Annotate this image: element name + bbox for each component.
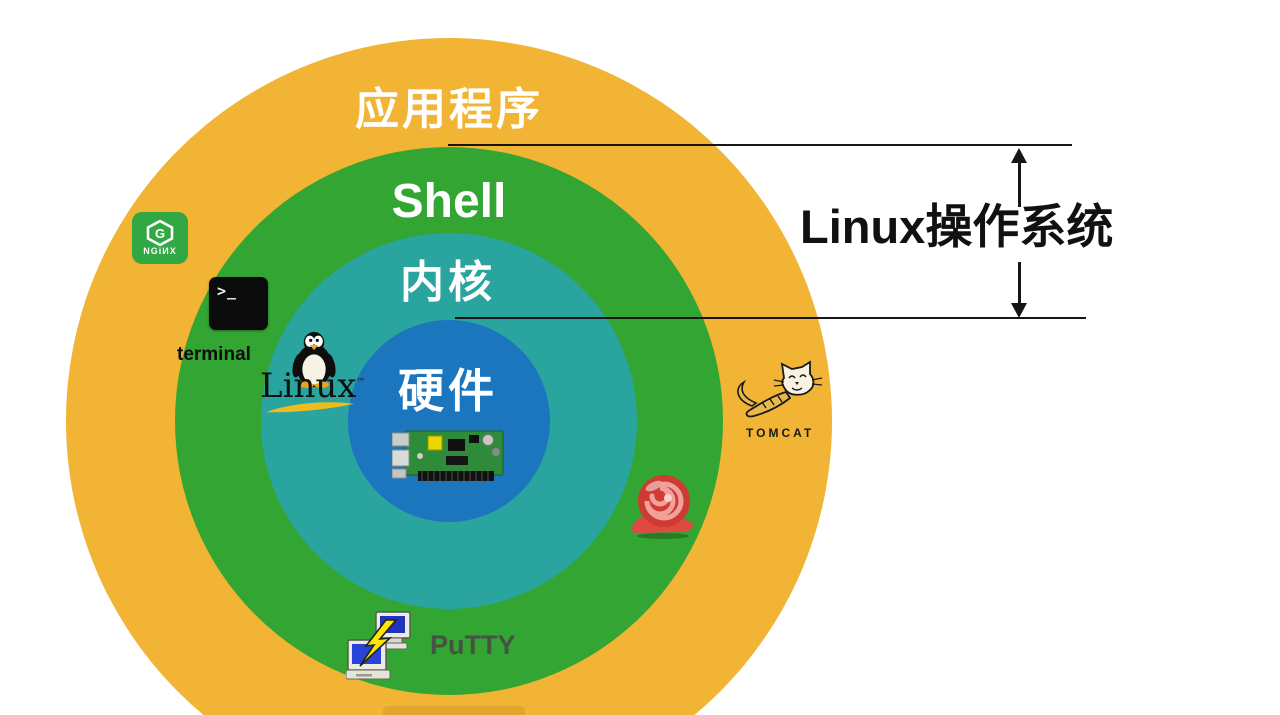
ring-label-shell: Shell [391, 175, 507, 228]
annotation-linux-os: Linux操作系统 [800, 200, 1114, 253]
terminal-label: terminal [177, 344, 251, 365]
nginx-wordmark: NGiИX [143, 246, 177, 256]
putty-wordmark: PuTTY [430, 630, 516, 660]
nginx-logo: G NGiИX [132, 212, 188, 264]
nginx-hexagon-icon: G [146, 220, 174, 246]
bottom-band-decoration [383, 706, 525, 715]
raspberry-pi-board-image [392, 430, 504, 481]
bracket-line-bottom [455, 317, 1086, 319]
ring-label-applications: 应用程序 [355, 85, 543, 134]
trademark-symbol: ™ [356, 377, 366, 388]
putty-icon [346, 611, 411, 680]
ring-label-kernel: 内核 [400, 258, 496, 307]
svg-text:G: G [155, 226, 165, 241]
ring-hardware [348, 320, 550, 522]
gold-swoosh-icon [265, 402, 355, 413]
down-arrow-icon [1011, 303, 1027, 318]
tux-penguin-icon [292, 331, 336, 388]
up-arrow-shaft [1018, 163, 1021, 207]
bracket-line-top [448, 144, 1072, 146]
snail-icon [631, 475, 694, 539]
down-arrow-shaft [1018, 262, 1021, 305]
ring-label-hardware: 硬件 [398, 365, 498, 417]
up-arrow-icon [1011, 148, 1027, 163]
linux-logo: Linux™ [258, 328, 368, 420]
tomcat-wordmark: TOMCAT [746, 426, 815, 440]
linux-wordmark: Linux™ [260, 366, 366, 406]
terminal-prompt: >_ [217, 282, 238, 300]
tomcat-logo: TOMCAT [728, 360, 828, 448]
tomcat-cat-icon [737, 360, 823, 418]
terminal-icon: >_ [209, 277, 268, 330]
